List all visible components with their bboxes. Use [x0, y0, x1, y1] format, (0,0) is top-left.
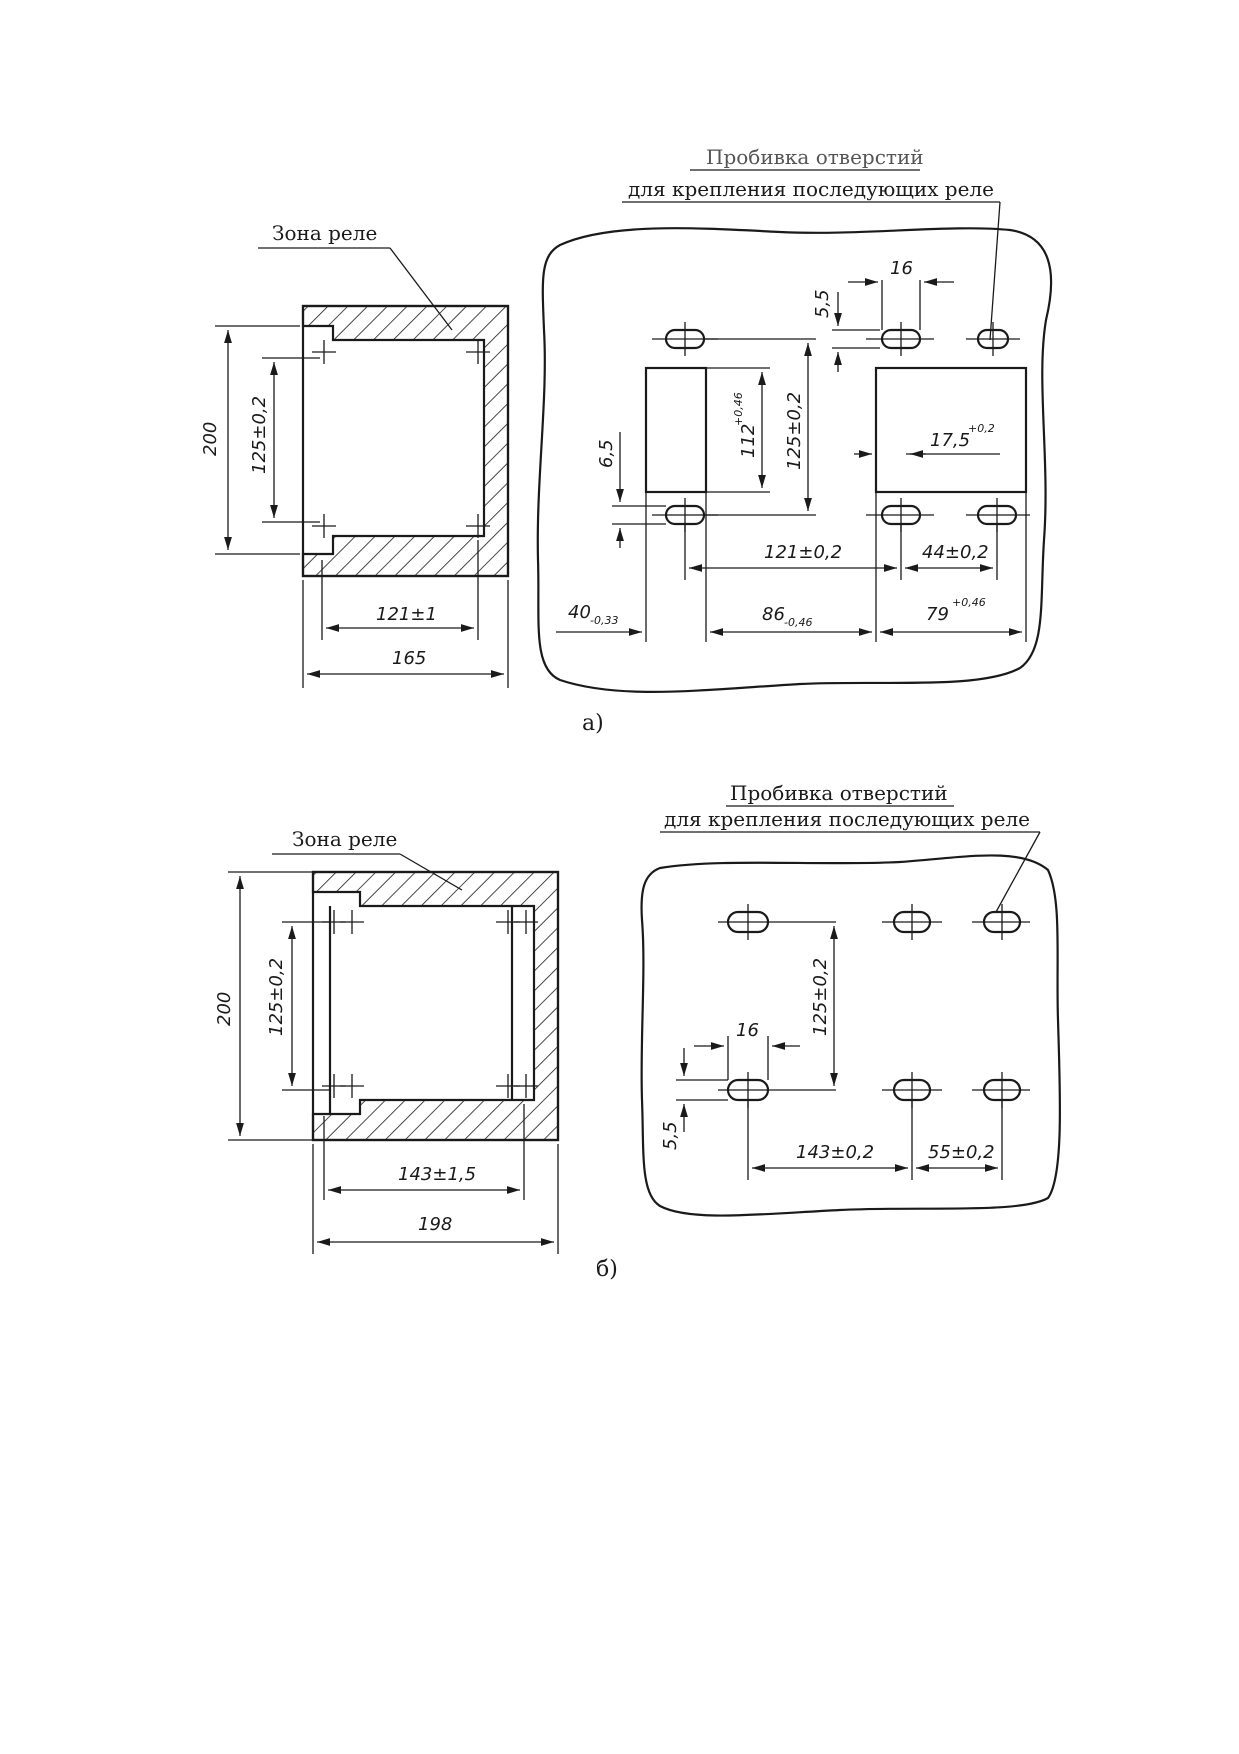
punch-header-line1-a: Пробивка отверстий	[706, 145, 924, 169]
dim-16-a: 16	[890, 258, 913, 279]
dim-40-a: 40	[568, 602, 591, 623]
dim-143-b: 143±1,5	[398, 1164, 476, 1185]
dim-125-a: 125±0,2	[249, 396, 270, 474]
dim-5-5-a: 5,5	[812, 289, 833, 318]
figure-b: Зона реле 200 125±0,2 143±1,5 198 П	[214, 781, 1062, 1282]
panel-b: Пробивка отверстий для крепления последу…	[640, 781, 1062, 1217]
hatched-frame-b	[311, 870, 560, 1142]
zone-label-b: Зона реле	[292, 827, 397, 851]
dim-165-a: 165	[392, 648, 426, 669]
slot-centerlines-b	[718, 904, 1030, 1108]
frame-outline-b	[311, 870, 560, 1142]
hatched-frame-a	[301, 304, 510, 578]
panel-outline-a	[536, 227, 1053, 693]
dim-79-tol-a: +0,46	[952, 596, 986, 609]
dim-143r-b: 143±0,2	[796, 1142, 874, 1163]
punch-header-line1-b: Пробивка отверстий	[730, 781, 948, 805]
dim-198-b: 198	[418, 1214, 452, 1235]
slots-b	[726, 910, 1022, 1102]
dim-55-b: 55±0,2	[928, 1142, 995, 1163]
punch-header-line2-a: для крепления последующих реле	[628, 177, 994, 201]
panel-a: Пробивка отверстий для крепления последу…	[536, 145, 1053, 693]
dim-79-a: 79	[926, 604, 949, 625]
frame-outline-a	[301, 304, 510, 578]
dim-6-5-a: 6,5	[596, 439, 617, 468]
zone-label-a: Зона реле	[272, 221, 377, 245]
panel-outline-b	[640, 854, 1062, 1217]
dim-125-b: 125±0,2	[266, 958, 287, 1036]
cutout-right-a	[874, 366, 1028, 494]
punch-header-line2-b: для крепления последующих реле	[664, 807, 1030, 831]
relay-zone-b: Зона реле 200 125±0,2 143±1,5 198	[214, 827, 560, 1254]
dim-17-5-a: 17,5	[930, 430, 970, 451]
relay-zone-a: Зона реле 200 125±0,2 121±1 165	[200, 221, 510, 688]
figure-a: Зона реле 200 125±0,2 121±1 165	[200, 145, 1053, 736]
dim-121r-a: 121±0,2	[764, 542, 842, 563]
dim-5-5-b: 5,5	[660, 1121, 681, 1150]
dim-86-a: 86	[762, 604, 785, 625]
dim-40-tol-a: -0,33	[590, 614, 618, 627]
dim-44-a: 44±0,2	[922, 542, 989, 563]
dim-200-a: 200	[200, 422, 221, 456]
dim-200-b: 200	[214, 992, 235, 1026]
cutout-left-a	[644, 366, 708, 494]
dim-125r-a: 125±0,2	[784, 392, 805, 470]
dim-112-tol-a: +0,46	[732, 392, 745, 426]
caption-a: а)	[582, 711, 604, 736]
dim-121-a: 121±1	[376, 604, 437, 625]
dim-125r-b: 125±0,2	[810, 958, 831, 1036]
dim-112-a: 112	[738, 424, 759, 458]
mount-crosses-a	[312, 340, 490, 538]
slots-a	[664, 328, 1018, 526]
mount-crosses-b	[322, 910, 538, 1098]
dim-86-tol-a: -0,46	[784, 616, 812, 629]
caption-b: б)	[596, 1257, 618, 1282]
dim-16-b: 16	[736, 1020, 759, 1041]
dim-17-5-tol-a: +0,2	[968, 422, 995, 435]
